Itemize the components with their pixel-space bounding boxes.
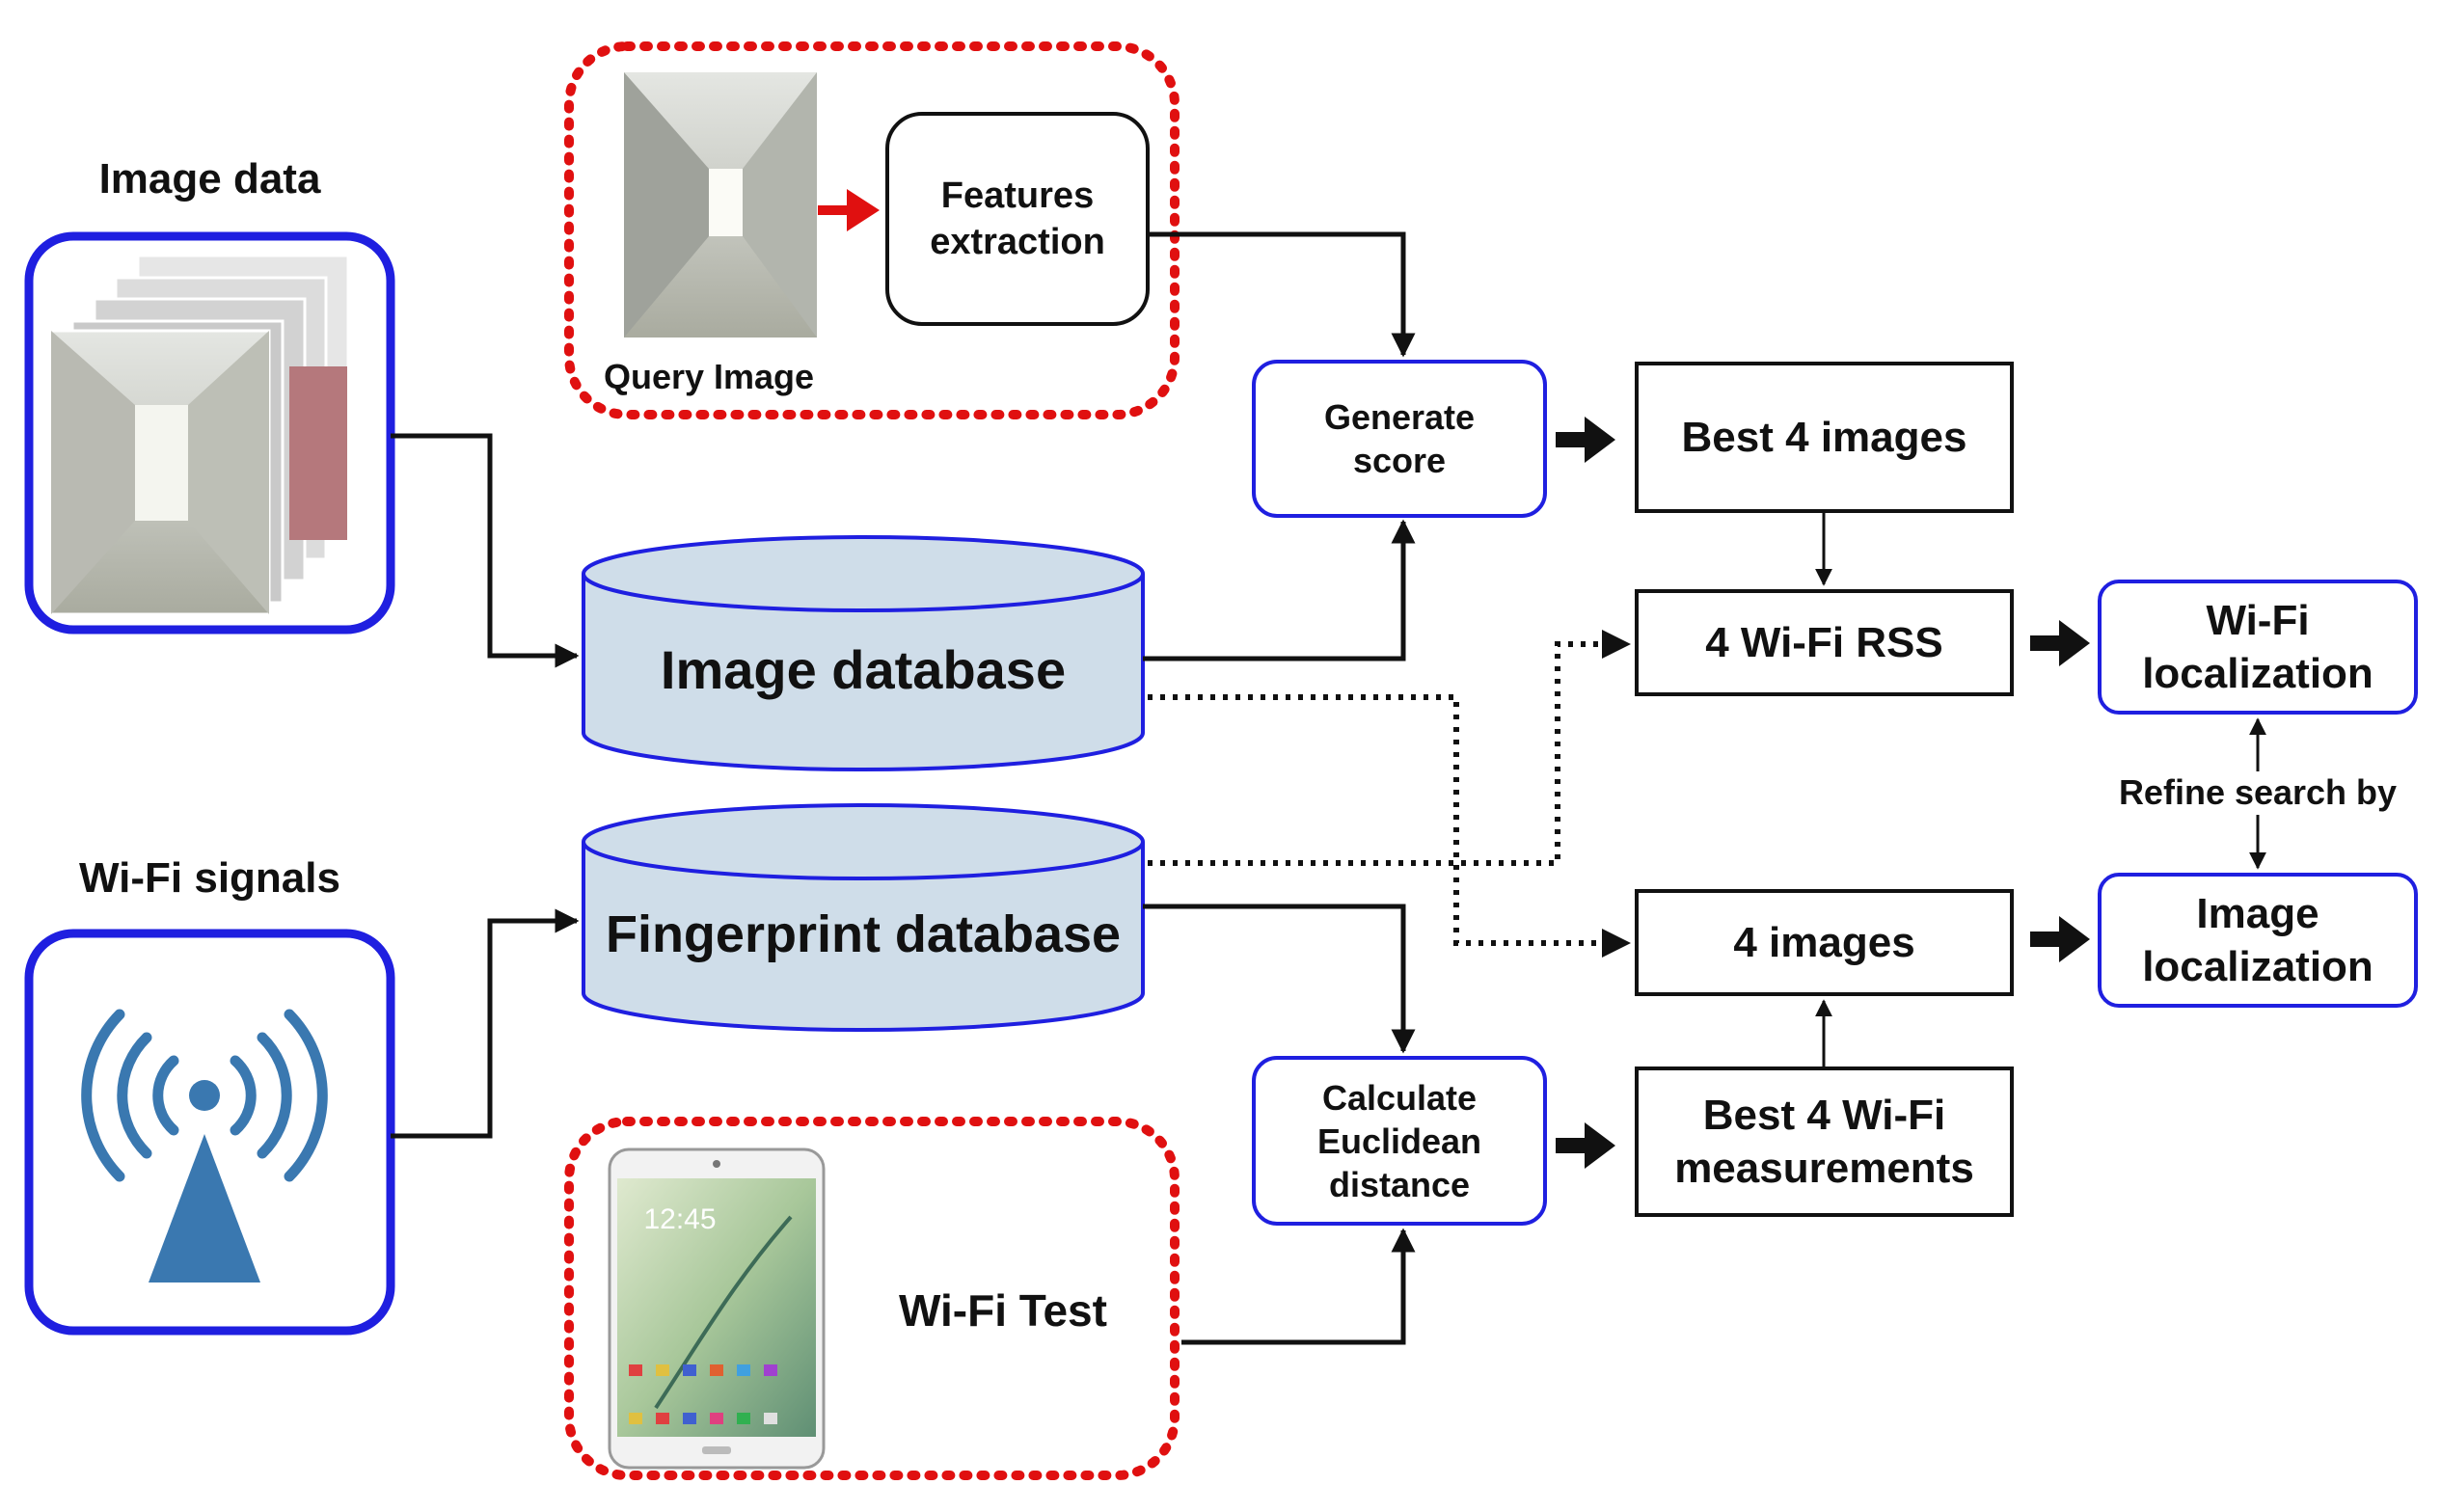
wifi-localization-label: Wi-Fi localization: [2142, 597, 2373, 697]
wifi-signals-title: Wi-Fi signals: [79, 853, 340, 902]
wifi-to-fingerprintdb-arrow: [391, 908, 580, 1139]
four-images-label: 4 images: [1733, 919, 1915, 966]
image-localization-box: [2098, 873, 2418, 1008]
features-to-score-arrow: [1148, 231, 1416, 358]
wifi-test-group-frame: [564, 1117, 1180, 1480]
image-database-cylinder: [582, 535, 1145, 771]
image-database-label: Image database: [660, 639, 1067, 700]
wifi-rss-box: [1635, 589, 2014, 696]
corridor-photo-stack: [49, 254, 350, 616]
calc-distance-box: [1252, 1056, 1547, 1226]
wifi-localization-box: [2098, 580, 2418, 715]
imagedata-to-imagedb-arrow: [391, 433, 580, 668]
calc-distance-label: Calculate Euclidean distance: [1316, 1077, 1482, 1204]
imagedb-to-score-arrow: [1143, 519, 1416, 662]
wifi-rss-label: 4 Wi-Fi RSS: [1705, 619, 1943, 666]
image-localization-label: Image localization: [2142, 890, 2373, 990]
four-images-box: [1635, 889, 2014, 996]
features-extraction-label: Features extraction: [930, 176, 1105, 262]
features-extraction-box: [885, 112, 1150, 326]
images-to-imageloc-arrow: [2030, 916, 2090, 962]
rss-to-wifiloc-arrow: [2030, 620, 2090, 666]
score-to-best-arrow: [1556, 417, 1615, 463]
tablet-clock: 12:45: [643, 1203, 717, 1236]
fingerprint-database-cylinder: [582, 803, 1145, 1032]
fingerprintdb-to-rss-dotted: [1148, 630, 1631, 866]
best-wifi-label: Best 4 Wi-Fi measurements: [1674, 1092, 1974, 1192]
best-images-label: Best 4 images: [1681, 414, 1967, 461]
image-data-title: Image data: [98, 154, 321, 202]
imagedb-to-images-dotted: [1148, 694, 1631, 958]
fingerprintdb-to-distance-arrow: [1143, 904, 1416, 1054]
generate-score-label: Generate score: [1323, 397, 1476, 480]
red-arrow: [818, 189, 880, 231]
distance-to-bestwifi-arrow: [1556, 1122, 1615, 1169]
fingerprint-database-label: Fingerprint database: [605, 905, 1122, 964]
query-corridor-photo: [624, 72, 817, 338]
query-image-caption: Query Image: [603, 356, 815, 396]
wifi-test-label: Wi-Fi Test: [899, 1285, 1107, 1336]
wifi-antenna-icon: [81, 1009, 328, 1282]
best-wifi-box: [1635, 1066, 2014, 1217]
generate-score-box: [1252, 360, 1547, 518]
query-group-frame: [564, 41, 1180, 419]
best-images-box: [1635, 362, 2014, 513]
tablet-icon: [608, 1148, 826, 1470]
refine-search-label: Refine search by: [2118, 771, 2398, 812]
wifitest-to-distance-arrow: [1181, 1228, 1416, 1345]
